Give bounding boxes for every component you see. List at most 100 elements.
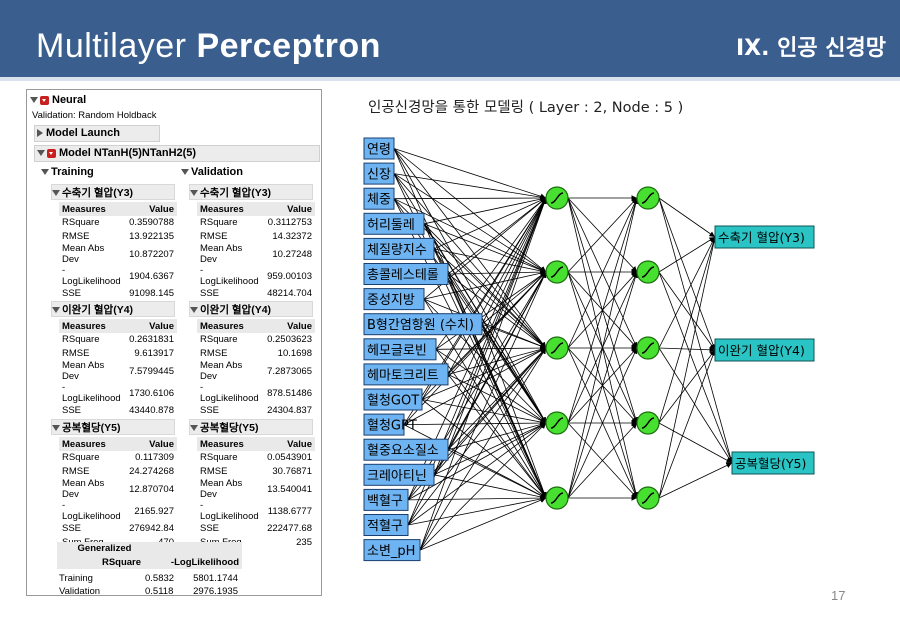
- input-label: 혈청GOT: [367, 394, 419, 409]
- connection-line: [658, 462, 733, 499]
- connection-line: [403, 420, 547, 426]
- model-outline[interactable]: [34, 145, 320, 162]
- connection-line: [403, 271, 547, 425]
- connection-line: [433, 422, 547, 476]
- section-title: IX. 인공 신경망: [735, 36, 886, 61]
- connection-line: [407, 495, 547, 501]
- disclosure-icon[interactable]: [52, 307, 60, 314]
- disclosure-icon[interactable]: [181, 169, 189, 176]
- disclosure-icon[interactable]: [52, 190, 60, 197]
- connection-line: [393, 173, 547, 200]
- col-value: Value: [126, 319, 177, 333]
- input-node: 연령: [363, 137, 395, 160]
- connection-line: [433, 197, 547, 250]
- connection-line: [407, 347, 547, 526]
- hidden-node-layer2: [636, 486, 660, 510]
- col-measures: Measures: [59, 319, 127, 333]
- model-launch-outline[interactable]: [34, 125, 160, 142]
- disclosure-icon[interactable]: [30, 97, 38, 104]
- connection-line: [567, 347, 638, 499]
- input-label: 헤마토크리트: [367, 368, 439, 383]
- disclosure-icon[interactable]: [41, 169, 49, 176]
- input-node: 혈청GPT: [363, 413, 417, 436]
- connection-line: [423, 223, 547, 273]
- training-y-title[interactable]: 이완기 혈압(Y4): [51, 301, 175, 317]
- red-triangle-menu-icon[interactable]: [40, 95, 49, 105]
- input-node: 크레아티닌: [363, 463, 435, 486]
- training-outline[interactable]: Training: [41, 166, 94, 178]
- neural-outline[interactable]: Neural: [30, 94, 86, 106]
- disclosure-icon[interactable]: [190, 425, 198, 432]
- connection-line: [419, 197, 547, 551]
- disclosure-icon[interactable]: [52, 425, 60, 432]
- input-label: 혈청GPT: [367, 419, 417, 434]
- validation-y-title[interactable]: 수축기 혈압(Y3): [189, 184, 313, 200]
- hidden-node-layer2: [636, 411, 660, 435]
- validation-y-title[interactable]: 공복혈당(Y5): [189, 419, 313, 435]
- output-label: 이완기 혈압(Y4): [718, 343, 805, 358]
- connection-line: [567, 271, 639, 499]
- connection-line: [567, 197, 639, 499]
- disclosure-closed-icon[interactable]: [37, 129, 43, 138]
- training-y-title[interactable]: 공복혈당(Y5): [51, 419, 175, 435]
- col-measures: Measures: [197, 202, 265, 216]
- connection-line: [419, 347, 547, 551]
- hidden-node-layer1: [545, 336, 569, 360]
- validation-outline[interactable]: Validation: [181, 166, 243, 178]
- input-label: 허리둘레: [367, 218, 415, 233]
- red-triangle-menu-icon[interactable]: [47, 148, 56, 158]
- output-node: 공복혈당(Y5): [731, 451, 815, 475]
- sigmoid-icon: [550, 266, 564, 278]
- connection-line: [419, 271, 547, 551]
- connection-line: [407, 422, 547, 526]
- input-node: 적혈구: [363, 514, 409, 536]
- page-number: 17: [831, 588, 846, 603]
- disclosure-icon[interactable]: [190, 307, 198, 314]
- hidden-node-layer1: [545, 486, 569, 510]
- connection-line: [393, 148, 547, 273]
- input-node: 소변_pH: [363, 539, 421, 562]
- generalized-table: Generalized RSquare -LogLikelihood: [57, 542, 242, 569]
- disclosure-icon[interactable]: [190, 190, 198, 197]
- output-label: 수축기 혈압(Y3): [718, 230, 805, 245]
- connection-line: [658, 236, 716, 273]
- input-node: 체중: [363, 187, 395, 210]
- input-label: 신장: [367, 168, 391, 183]
- disclosure-icon[interactable]: [37, 150, 45, 157]
- sigmoid-icon: [641, 417, 655, 429]
- input-label: 백혈구: [367, 494, 403, 509]
- input-node: 백혈구: [363, 488, 409, 511]
- connection-line: [447, 449, 547, 499]
- connection-line: [447, 197, 547, 375]
- connection-line: [658, 349, 716, 424]
- input-node: 신장: [363, 162, 395, 185]
- connection-line: [481, 197, 547, 325]
- input-label: 헤모글로빈: [367, 343, 427, 358]
- validation-y-title[interactable]: 이완기 혈압(Y4): [189, 301, 313, 317]
- connection-line: [658, 347, 733, 464]
- connection-line: [393, 173, 547, 273]
- training-y-title[interactable]: 수축기 혈압(Y3): [51, 184, 175, 200]
- connection-line: [447, 197, 547, 275]
- connection-line: [567, 197, 639, 424]
- connection-line: [658, 197, 734, 464]
